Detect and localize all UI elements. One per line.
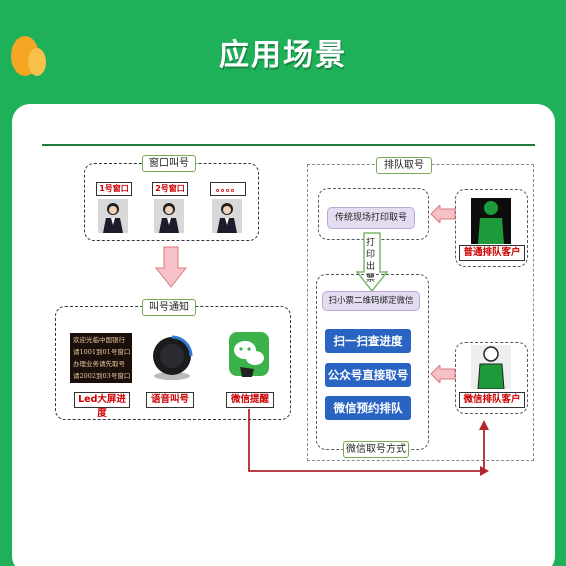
left-arrow-icon (430, 365, 456, 383)
voice-call-caption: 语音叫号 (146, 392, 194, 408)
led-line: 请2002到03号窗口 (73, 372, 131, 380)
window-label-1: 1号窗口 (96, 182, 132, 196)
left-arrow-icon (430, 205, 456, 223)
scan-progress-method: 扫一扫查进度 (325, 329, 411, 353)
down-arrow-icon (155, 246, 187, 288)
divider (42, 144, 535, 146)
teller-figure-2 (154, 199, 184, 233)
window-label-2: 2号窗口 (152, 182, 188, 196)
wechat-customer-caption: 微信排队客户 (459, 392, 525, 408)
traditional-ticket-step: 传统现场打印取号 (327, 207, 415, 229)
notify-group-label: 叫号通知 (142, 299, 196, 316)
window-label-3: 。。。。 (210, 182, 246, 196)
print-down-arrow-icon (356, 232, 388, 292)
wechat-reserve-method: 微信预约排队 (325, 396, 411, 420)
queue-group-label: 排队取号 (376, 157, 432, 174)
regular-customer-box (455, 189, 528, 267)
wechat-remind-caption: 微信提醒 (226, 392, 274, 408)
page-title: 应用场景 (219, 38, 347, 73)
led-line: 办理业务请先取号 (73, 360, 125, 368)
person-icon (471, 345, 511, 389)
wechat-methods-label: 微信取号方式 (343, 441, 409, 458)
bind-wechat-step: 扫小票二维码绑定微信 (322, 291, 420, 311)
official-account-method: 公众号直接取号 (325, 363, 411, 387)
smart-speaker-icon (153, 335, 193, 380)
led-line: 请1001到01号窗口 (73, 348, 131, 356)
wechat-icon (229, 332, 269, 377)
led-progress-caption: Led大屏进度 (74, 392, 130, 419)
teller-figure-3 (212, 199, 242, 233)
led-screen: 欢迎光临中国银行 请1001到01号窗口 办理业务请先取号 请2002到03号窗… (70, 333, 132, 383)
teller-figure-1 (98, 199, 128, 233)
regular-customer-caption: 普通排队客户 (459, 245, 525, 261)
window-group-label: 窗口叫号 (142, 155, 196, 172)
led-line: 欢迎光临中国银行 (73, 336, 125, 344)
person-icon (471, 198, 511, 244)
print-ticket-text: 打印出票 (366, 238, 376, 284)
logo-blob-icon (11, 36, 46, 76)
